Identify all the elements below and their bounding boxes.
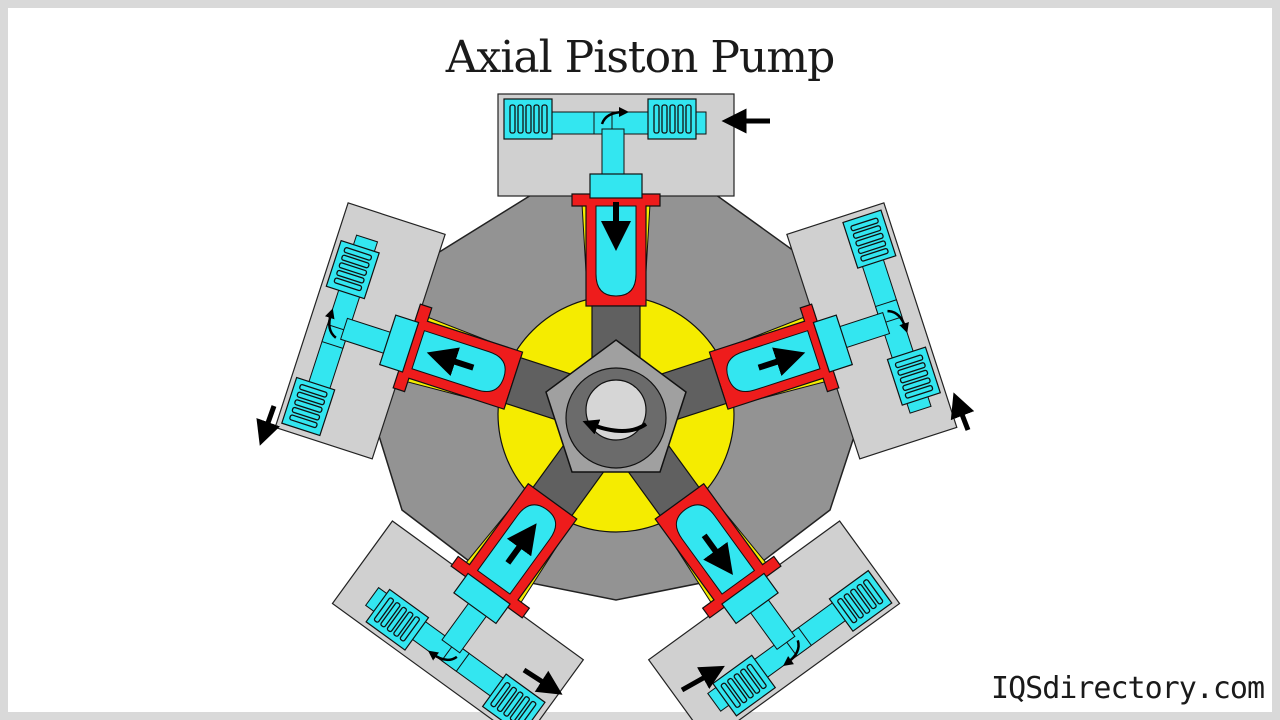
inlet-arrow-right (950, 392, 975, 431)
outlet-arrow-left (256, 405, 280, 446)
drive-shaft (585, 379, 647, 441)
piston-flow-arrows (426, 202, 806, 575)
rotation-arrow (582, 419, 648, 435)
outlet-arrow-bottom-left (522, 667, 563, 695)
watermark: IQSdirectory.com (991, 671, 1265, 706)
diagram-title: Axial Piston Pump (445, 32, 836, 83)
external-flow-arrows (256, 108, 975, 695)
inlet-arrow-bottom-right (680, 665, 725, 693)
